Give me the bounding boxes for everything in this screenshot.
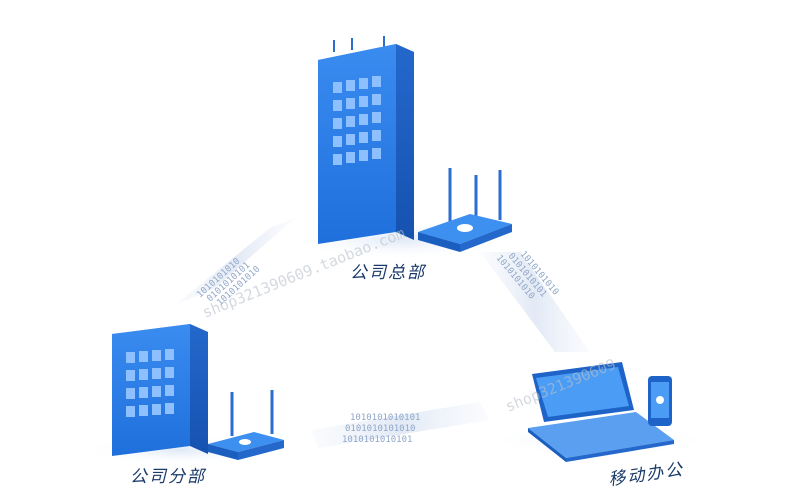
hq-router-icon [418,168,512,252]
link-hq-mobile: 1010101010 0101010101 1010101010 [480,250,590,352]
branch-building-icon [112,324,208,456]
link-branch-mobile: 1010101010101 0101010101010 101010101010… [310,402,490,448]
phone-icon [648,376,672,426]
branch-router-icon [208,390,284,460]
bits-text: 1010101010101 [350,413,420,423]
mobile-node [490,362,710,462]
hq-building-icon [318,36,414,244]
headquarters-label: 公司总部 [350,263,426,283]
branch-label: 公司分部 [130,467,206,487]
headquarters-node [290,36,512,260]
bits-text: 1010101010101 [342,435,412,445]
branch-node [80,324,284,466]
laptop-icon [528,362,674,462]
bits-text: 0101010101010 [345,424,415,434]
